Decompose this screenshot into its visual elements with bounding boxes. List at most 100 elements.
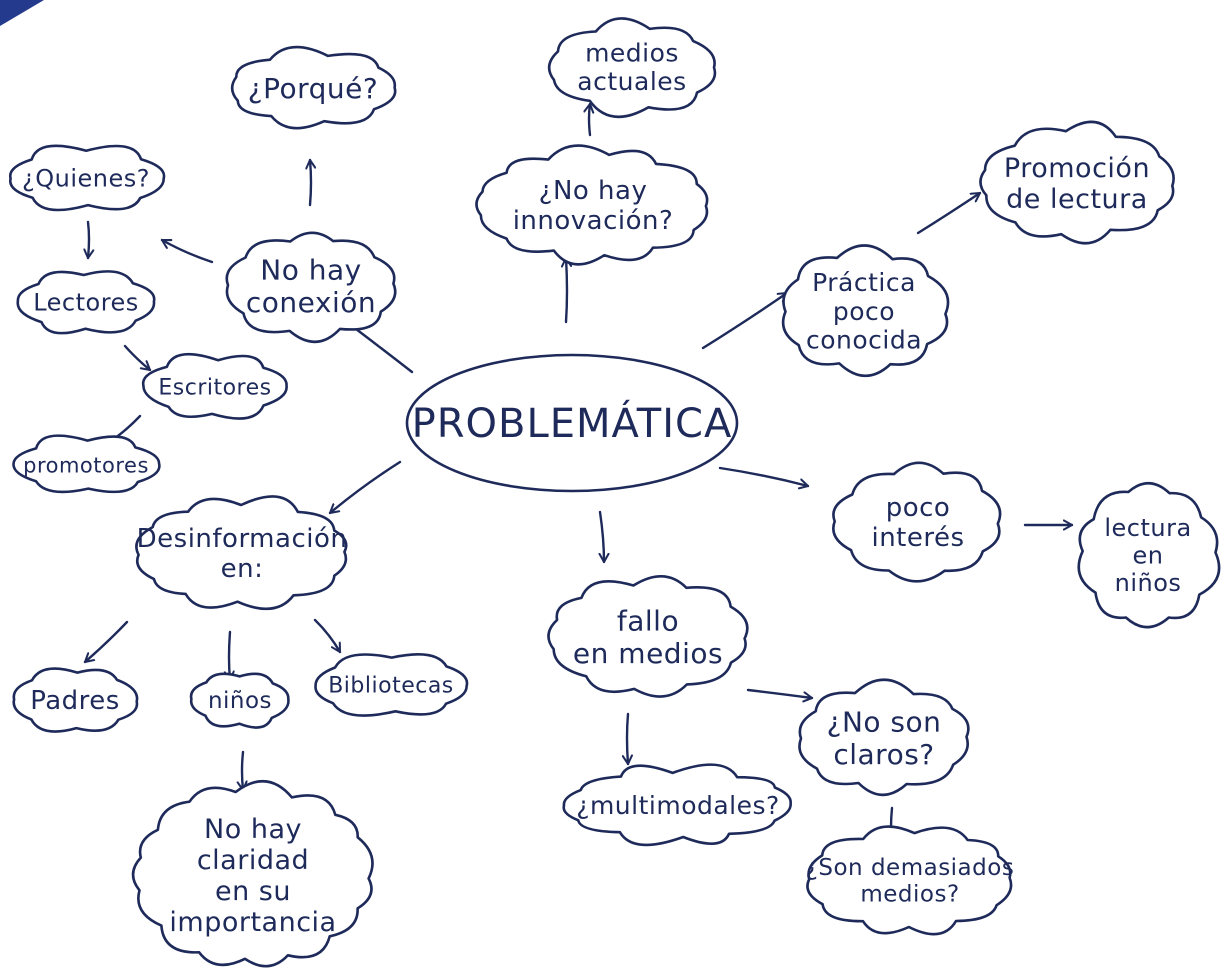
node-escritores-cloud [141, 352, 288, 420]
node-poco-interes-cloud [832, 461, 1002, 583]
node-fallo-medios-label: en medios [573, 637, 723, 670]
node-no-claridad-label: claridad [197, 845, 309, 876]
node-no-innovacion-label: innovación? [513, 206, 674, 236]
node-no-conexion-label: No hay [260, 254, 361, 287]
node-practica-label: conocida [806, 326, 922, 355]
node-no-claros-label: ¿No son [827, 706, 942, 739]
connector-arrow [160, 238, 214, 264]
node-quienes-label: ¿Quienes? [22, 164, 150, 192]
node-promotores: promotores [12, 434, 161, 494]
connector-arrow [83, 620, 129, 664]
node-no-claridad-label: en su [215, 876, 291, 907]
node-no-claridad-label: No hay [204, 814, 302, 845]
node-no-claridad-label: importancia [169, 907, 336, 938]
node-lectura-ninos-cloud [1077, 481, 1221, 629]
node-demasiados-cloud [806, 825, 1013, 936]
connector-arrow [718, 466, 810, 486]
node-medios-actuales-label: actuales [577, 67, 686, 96]
connector-arrow [313, 618, 342, 654]
node-no-conexion-cloud [225, 231, 397, 344]
center-node: PROBLEMÁTICA [405, 353, 739, 493]
node-bibliotecas: Bibliotecas [314, 653, 469, 717]
node-no-innovacion-cloud [475, 144, 709, 266]
node-promocion-label: Promoción [1004, 153, 1150, 184]
node-bibliotecas-label: Bibliotecas [328, 674, 454, 699]
center-ellipse [405, 353, 739, 493]
node-medios-actuales-cloud [547, 17, 717, 119]
connector-arrow [88, 220, 89, 260]
center-label: PROBLEMÁTICA [412, 399, 733, 447]
connector-arrow [746, 688, 814, 698]
node-promocion-cloud [979, 120, 1175, 245]
node-no-conexion-label: conexión [246, 286, 376, 319]
node-lectores-label: Lectores [33, 288, 139, 316]
node-porque-label: ¿Porqué? [248, 72, 379, 105]
node-lectura-ninos-label: lectura [1104, 514, 1191, 542]
connector-arrow [627, 712, 628, 766]
node-quienes: ¿Quienes? [8, 144, 166, 212]
node-desinformacion-label: Desinformación [137, 524, 348, 554]
connector-arrow [229, 630, 230, 682]
node-practica-cloud [781, 244, 950, 378]
node-practica-label: Práctica [812, 268, 916, 297]
connector-arrow [123, 344, 152, 372]
node-no-claros-label: claros? [833, 738, 934, 771]
node-porque-cloud [230, 45, 397, 130]
connector-arrow [589, 102, 590, 137]
node-bibliotecas-cloud [314, 653, 469, 717]
node-porque: ¿Porqué? [230, 45, 397, 130]
node-multimodales-cloud [562, 763, 792, 847]
node-lectura-ninos-label: en [1133, 541, 1164, 569]
node-fallo-medios-cloud [547, 575, 749, 698]
node-multimodales-label: ¿multimodales? [576, 791, 780, 820]
node-desinformacion-cloud [135, 495, 348, 611]
connector-arrow [701, 291, 789, 350]
node-promotores-label: promotores [23, 453, 149, 477]
node-practica-label: poco [833, 297, 895, 326]
node-poco-interes-label: poco [886, 493, 951, 523]
node-lectores: Lectores [16, 270, 156, 335]
connector-arrow [600, 510, 604, 564]
node-desinformacion-label: en: [221, 554, 264, 584]
connector-arrow [916, 191, 982, 235]
node-multimodales: ¿multimodales? [562, 763, 792, 847]
node-promocion-label: de lectura [1006, 184, 1148, 215]
node-no-innovacion-label: ¿No hay [539, 176, 648, 206]
node-fallo-medios-label: fallo [617, 605, 679, 638]
nodes-layer: PROBLEMÁTICA ¿Porqué? ¿Quienes? LectoresEsc… [8, 17, 1221, 968]
node-padres-cloud [12, 667, 139, 733]
node-ninos: niños [189, 672, 290, 729]
node-escritores: Escritores [141, 352, 288, 420]
node-medios-actuales-label: medios [585, 38, 679, 67]
node-ninos-label: niños [208, 688, 272, 714]
node-escritores-label: Escritores [158, 376, 271, 401]
connector-arrow [566, 256, 567, 324]
connector-arrow [310, 158, 311, 207]
node-demasiados-label: medios? [860, 881, 959, 907]
node-padres: Padres [12, 667, 139, 733]
connector-arrow [328, 460, 402, 515]
node-padres-label: Padres [30, 686, 120, 716]
node-demasiados-label: ¿Son demasiados [806, 855, 1015, 881]
node-promotores-cloud [12, 434, 161, 494]
node-no-claros-cloud [798, 678, 970, 797]
corner-decoration [0, 0, 44, 26]
node-lectura-ninos-label: niños [1115, 569, 1182, 597]
node-ninos-cloud [189, 672, 290, 729]
connector-arrow [242, 750, 243, 792]
node-quienes-cloud [8, 144, 166, 212]
node-poco-interes-label: interés [871, 523, 964, 553]
node-no-claridad-cloud [131, 779, 374, 968]
